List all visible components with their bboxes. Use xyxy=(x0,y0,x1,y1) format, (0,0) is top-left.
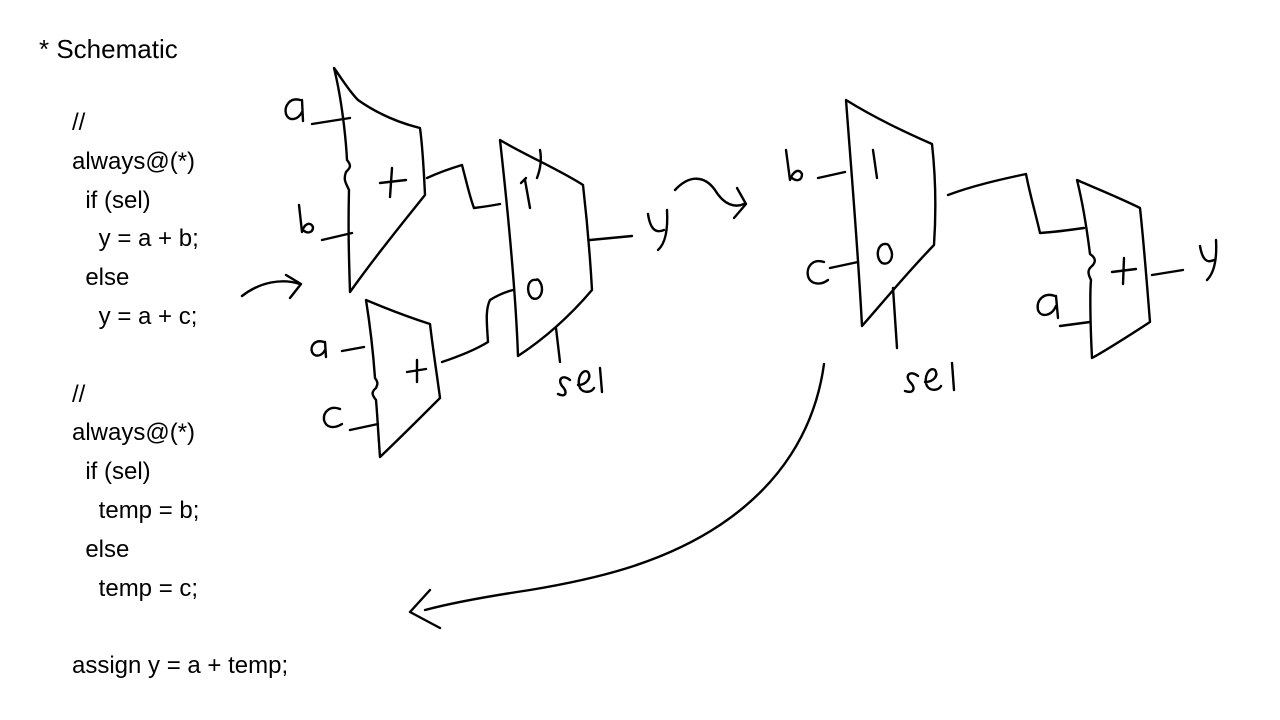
mux-after xyxy=(784,98,1086,393)
adder-after-plus-symbol xyxy=(1110,256,1138,286)
mux-after-outline xyxy=(844,98,937,328)
code-line-temp-b: temp = b; xyxy=(72,496,200,524)
adder1 xyxy=(284,66,502,294)
mux-before xyxy=(498,138,669,397)
adder1-output-wire xyxy=(425,163,502,210)
mux-after-label-c xyxy=(806,259,830,285)
adder-after-outline xyxy=(1075,178,1152,360)
input-arrow xyxy=(240,273,303,300)
after-circuit xyxy=(408,98,1218,630)
code-line-else-1: else xyxy=(72,264,130,292)
adder2-outline xyxy=(364,298,442,459)
mux-after-input-c-wire xyxy=(828,260,860,270)
mux-after-select-wire xyxy=(891,286,899,350)
adder1-input-a-wire xyxy=(310,116,352,126)
before-circuit xyxy=(240,66,669,459)
adder2 xyxy=(310,288,515,459)
adder-after xyxy=(1036,178,1218,360)
code-line-assign-ab: y = a + b; xyxy=(72,225,199,253)
adder1-label-a xyxy=(284,98,305,123)
code-line-comment-2: // xyxy=(72,380,86,408)
code-line-assign-ac: y = a + c; xyxy=(72,302,198,330)
mux-after-output-wire xyxy=(946,172,1086,235)
code-line-comment-1: // xyxy=(72,109,86,136)
adder1-outline xyxy=(332,66,427,294)
code-line-temp-c: temp = c; xyxy=(72,574,199,602)
mux-after-input-1-mark xyxy=(871,148,879,180)
adder1-input-b-wire xyxy=(320,231,354,242)
code-line-if-1: if (sel) xyxy=(72,186,151,214)
verilog-code-block: // always@(*) if (sel) y = a + b; else y… xyxy=(72,104,288,686)
adder-after-input-a-wire xyxy=(1058,320,1092,328)
code-line-else-2: else xyxy=(72,535,130,563)
slide-title: * Schematic xyxy=(39,34,178,64)
long-return-arrow xyxy=(408,362,826,630)
mux-before-stray-mark xyxy=(535,148,542,180)
adder2-input-c-wire xyxy=(348,422,380,432)
mux-after-input-0-mark xyxy=(876,242,894,265)
adder-after-output-wire xyxy=(1150,268,1185,277)
adder1-plus-symbol xyxy=(378,166,408,199)
mux-before-output-wire xyxy=(588,234,634,242)
adder2-plus-symbol xyxy=(405,358,428,384)
mux-before-label-y xyxy=(646,208,669,252)
adder1-label-b xyxy=(297,203,315,234)
mux-before-outline xyxy=(498,138,594,358)
adder-after-label-y xyxy=(1198,238,1218,282)
code-line-always-1: always@(*) xyxy=(72,147,196,175)
mux-after-label-sel xyxy=(903,361,956,393)
mux-after-label-b xyxy=(784,148,804,182)
transform-arrow xyxy=(673,177,748,220)
mux-before-input-1-mark xyxy=(519,176,532,210)
mux-before-label-sel xyxy=(556,366,604,397)
adder2-label-c xyxy=(322,406,344,429)
mux-before-input-0-mark xyxy=(526,278,544,300)
adder-after-label-a xyxy=(1036,293,1060,320)
code-line-if-2: if (sel) xyxy=(72,458,151,486)
code-line-assign-temp: assign y = a + temp; xyxy=(72,652,289,680)
adder2-label-a xyxy=(310,340,328,359)
code-line-always-2: always@(*) xyxy=(72,419,196,447)
mux-after-input-b-wire xyxy=(816,170,847,180)
adder2-input-a-wire xyxy=(340,345,366,353)
mux-before-select-wire xyxy=(554,326,562,364)
adder2-output-wire xyxy=(440,288,515,364)
